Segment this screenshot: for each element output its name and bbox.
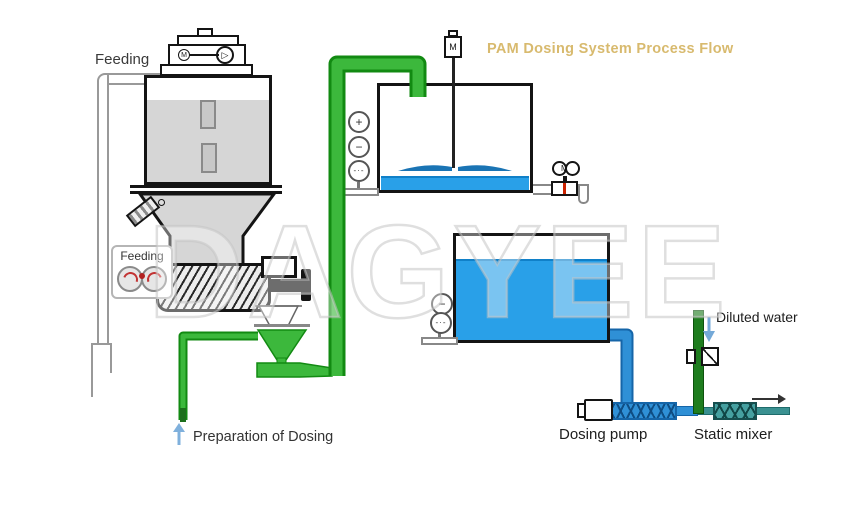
- eductor-venturi: [256, 362, 333, 378]
- feeding-label: Feeding: [95, 51, 150, 68]
- blower-icon: ▷: [216, 46, 234, 64]
- green-funnel: [256, 329, 308, 361]
- storage-tank-water: [456, 259, 607, 340]
- valve-actuator-motor-letter: M: [561, 164, 568, 173]
- outlet-stub-pipe: [533, 184, 553, 195]
- storage-gauge-bracket: [438, 333, 441, 338]
- screw-drive-bracket: [261, 256, 297, 278]
- preparation-arrow-icon: [173, 423, 185, 445]
- motor-shaft-line: [189, 54, 219, 56]
- green-funnel-assembly: [178, 324, 333, 422]
- control-valve-icon: [701, 347, 719, 366]
- valve-red-mark: [563, 183, 566, 194]
- vacuum-loader-box: M ▷: [168, 44, 246, 66]
- mixing-tank-water: [381, 176, 529, 190]
- suction-wand-shoulder: [91, 343, 112, 345]
- storage-level-gauge-switch: -·-: [430, 312, 452, 334]
- dosing-pump-body: [584, 399, 613, 421]
- sight-glass-lower: [201, 143, 217, 173]
- screw-drive-shaft: [270, 279, 304, 292]
- roller-rotation-arc: [120, 269, 140, 289]
- roller-nip-mark: [139, 273, 145, 279]
- mixing-tank: [377, 83, 533, 193]
- drain-elbow-vertical: [578, 186, 589, 204]
- suction-pipe-blue: [603, 328, 634, 413]
- screw-drive-endcap: [301, 269, 311, 301]
- feeding-box-label: Feeding: [120, 249, 164, 263]
- valve-stem: [563, 176, 567, 183]
- roller-rotation-arc: [144, 269, 164, 289]
- diluted-water-label: Diluted water: [716, 309, 798, 325]
- static-mixer-element: [713, 402, 757, 420]
- suction-wand-right-edge: [110, 343, 112, 373]
- pump-hose-coil: [611, 402, 677, 420]
- control-valve-coupling: [686, 349, 696, 364]
- dosing-pump-label: Dosing pump: [559, 426, 648, 443]
- impeller-icon: [398, 165, 512, 171]
- level-gauge-switch: -·-: [348, 160, 370, 182]
- feeding-box: Feeding: [111, 245, 173, 299]
- transfer-pipe-riser: [328, 55, 427, 376]
- valve-actuator-right: [565, 161, 580, 176]
- suction-lance-pipe-horizontal: [109, 73, 163, 85]
- level-gauge-high: +: [348, 111, 370, 133]
- prep-drain-pipe: [180, 333, 258, 420]
- feed-roller-right-icon: [141, 266, 167, 292]
- sight-glass-upper: [200, 100, 216, 129]
- static-mixer-label: Static mixer: [694, 426, 773, 443]
- hopper-flange: [130, 185, 282, 194]
- diluted-water-arrow-icon: [703, 317, 715, 342]
- suction-wand-left-edge: [91, 343, 93, 397]
- preparation-label: Preparation of Dosing: [193, 429, 334, 445]
- outlet-valve-body: [551, 181, 578, 196]
- prep-drain-pipe-outline: [178, 331, 258, 420]
- storage-gauge-stand: [421, 337, 458, 345]
- suction-lance-pipe-vertical: [97, 73, 109, 345]
- agitator-shaft: [452, 56, 455, 168]
- agitator-motor: M: [444, 36, 462, 58]
- gauge-bracket: [357, 182, 360, 189]
- level-gauge-low: −: [348, 136, 370, 158]
- screw-feeder-housing: [156, 263, 271, 312]
- flow-direction-arrow-icon: [752, 394, 786, 404]
- page-title: PAM Dosing System Process Flow: [487, 41, 734, 57]
- funnel-rim: [254, 324, 310, 327]
- hopper-body: [144, 75, 272, 185]
- vibrator-bolt-icon: [158, 199, 165, 206]
- feed-roller-left-icon: [117, 266, 143, 292]
